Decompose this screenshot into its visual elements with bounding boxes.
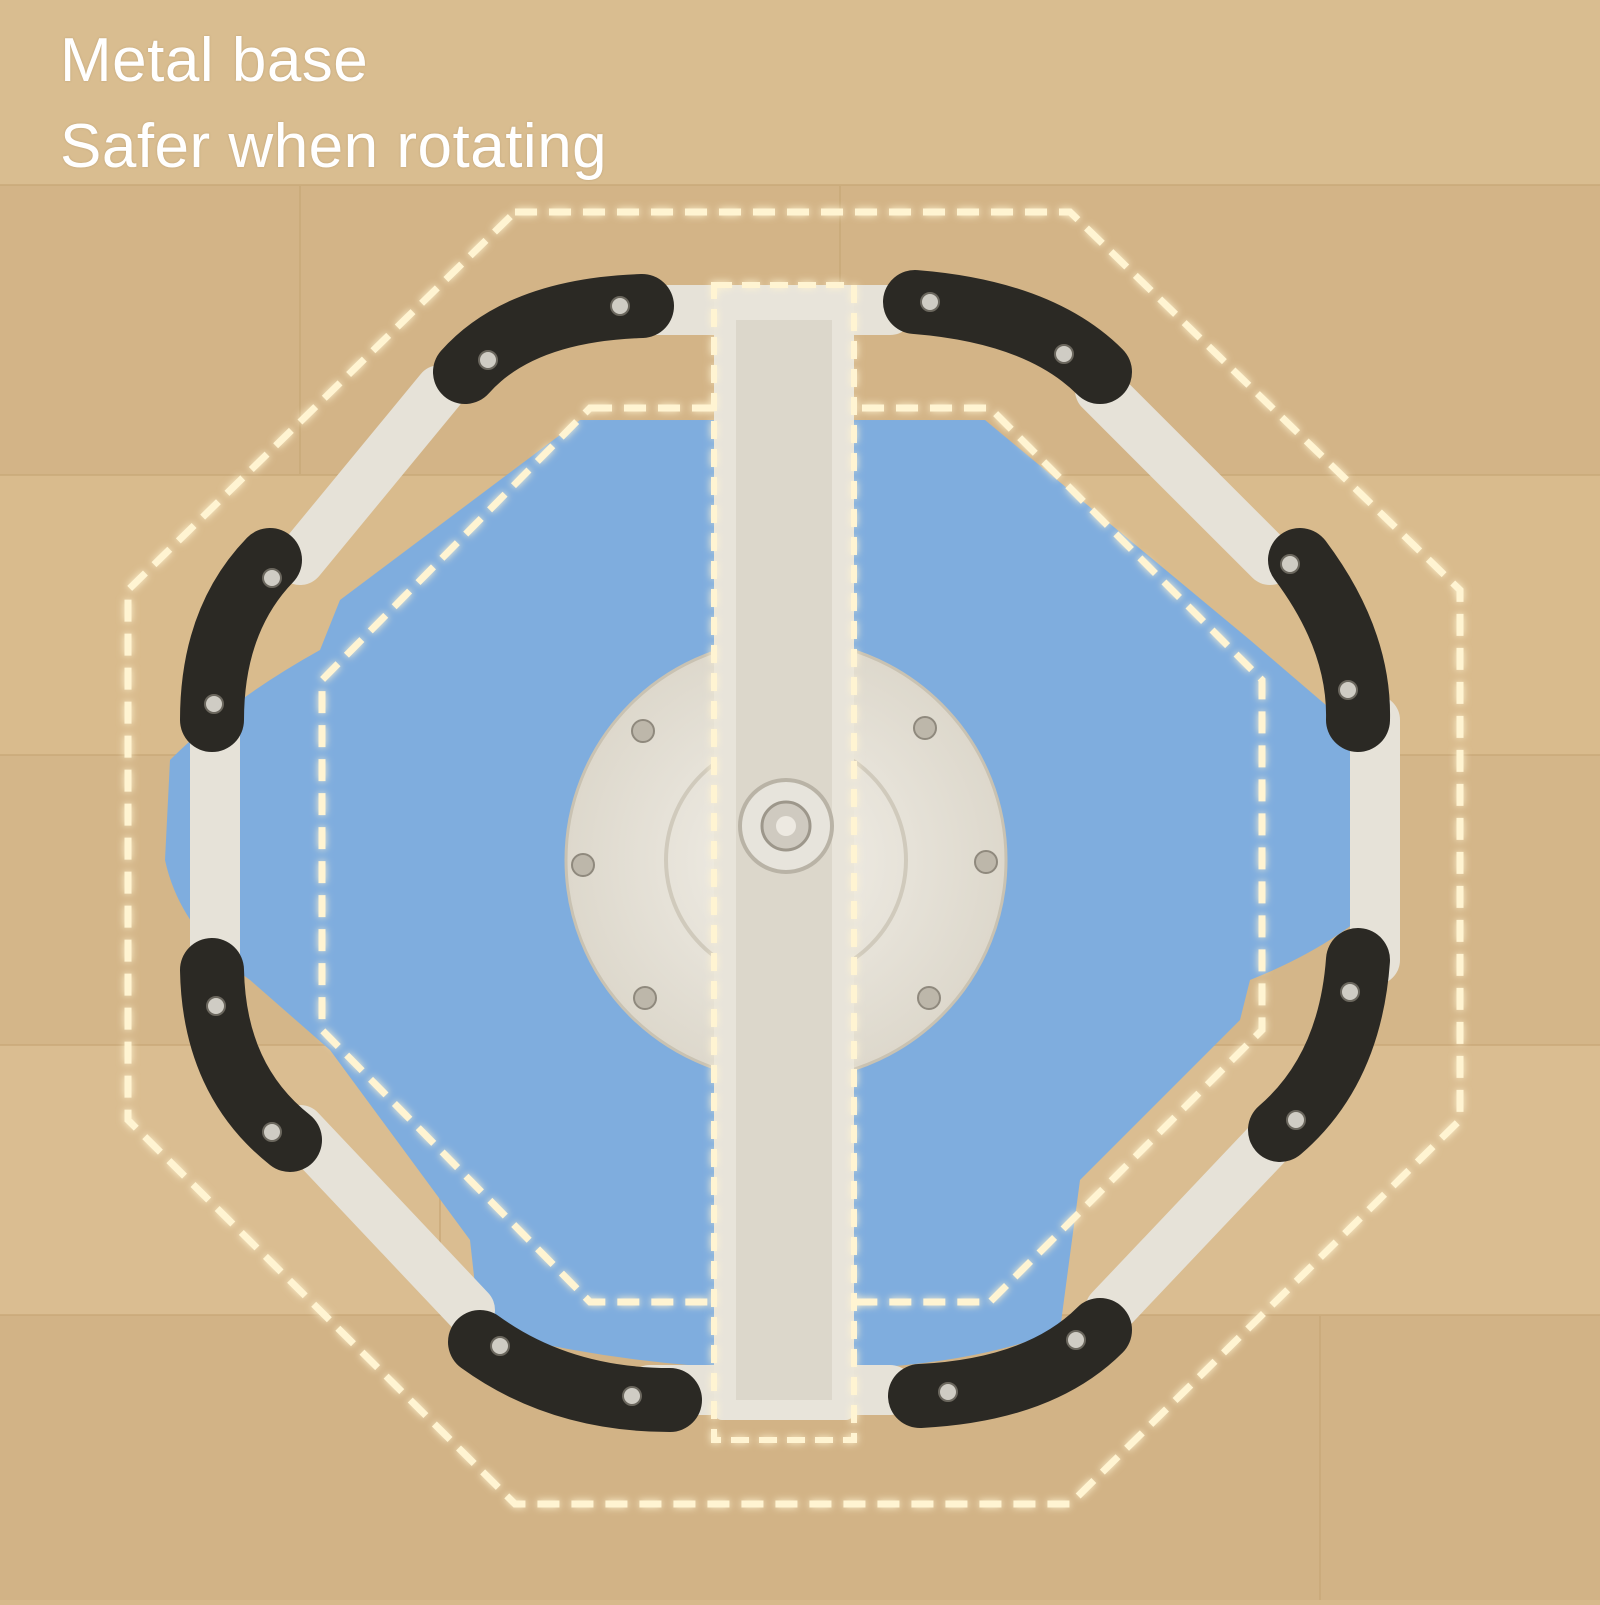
- bar-outline: [711, 282, 857, 1443]
- caption-metal-base: Metal base: [60, 26, 369, 95]
- center-bar: [714, 285, 854, 1420]
- caption-safer-rotating: Safer when rotating: [60, 112, 608, 181]
- inner-outline: [318, 404, 1266, 1306]
- cap-screws: [204, 292, 1360, 1406]
